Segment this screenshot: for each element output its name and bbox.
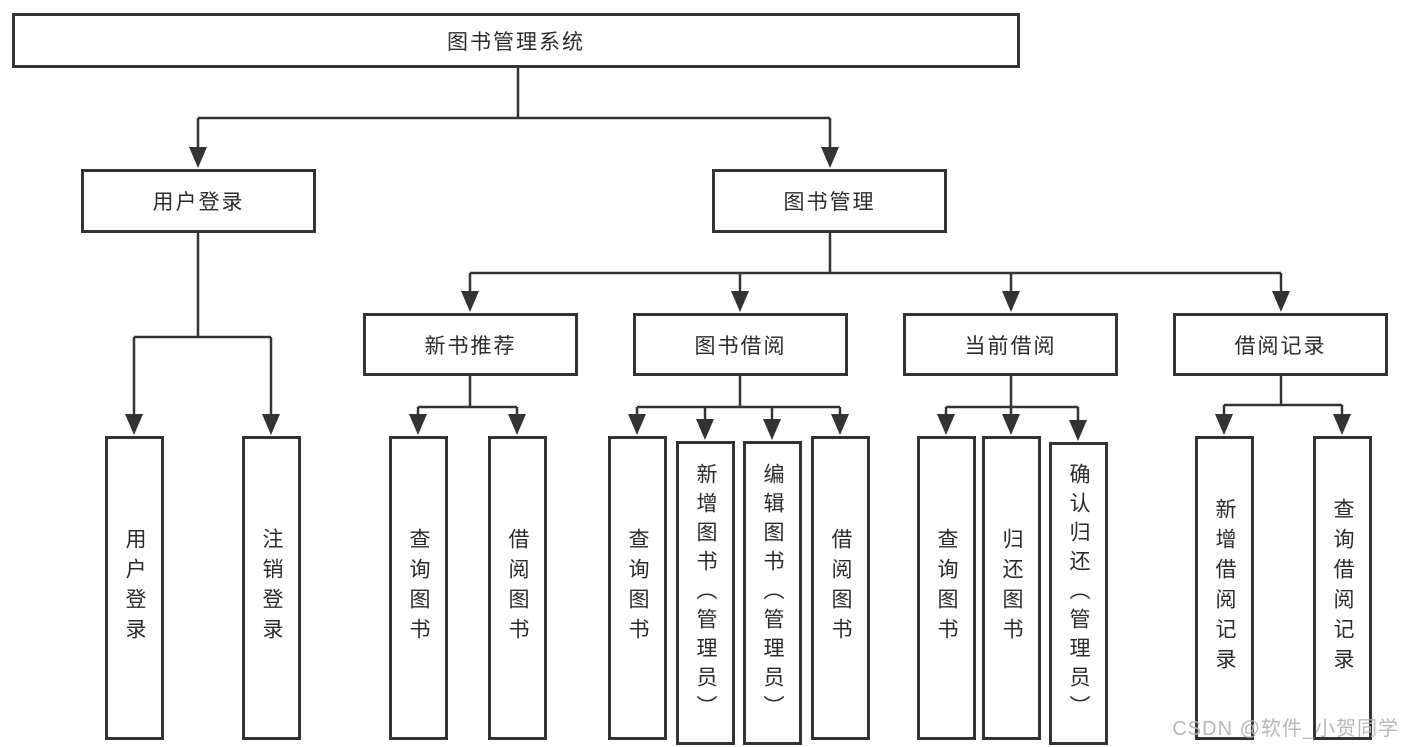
node-current-borrowing: 当前借阅 xyxy=(903,313,1118,376)
leaf-query-books-recommend: 查询图书 xyxy=(389,436,448,740)
node-user-login: 用户登录 xyxy=(81,169,316,233)
node-book-borrowing: 图书借阅 xyxy=(633,313,848,376)
node-library-management-system: 图书管理系统 xyxy=(12,13,1020,68)
node-borrowing-records: 借阅记录 xyxy=(1173,313,1388,376)
leaf-query-books-current: 查询图书 xyxy=(917,436,976,740)
leaf-query-borrow-record: 查询借阅记录 xyxy=(1313,436,1372,740)
leaf-confirm-return-admin: 确认归还（管理员） xyxy=(1049,442,1108,745)
leaf-edit-books-admin: 编辑图书（管理员） xyxy=(743,441,802,745)
leaf-user-login: 用户登录 xyxy=(105,436,164,740)
leaf-add-books-admin: 新增图书（管理员） xyxy=(676,441,735,745)
node-new-book-recommend: 新书推荐 xyxy=(363,313,578,376)
node-book-management: 图书管理 xyxy=(712,169,947,233)
leaf-borrow-books: 借阅图书 xyxy=(811,436,870,740)
leaf-add-borrow-record: 新增借阅记录 xyxy=(1195,436,1254,740)
leaf-borrow-books-recommend: 借阅图书 xyxy=(488,436,547,740)
leaf-query-books-borrowing: 查询图书 xyxy=(608,436,667,740)
leaf-logout: 注销登录 xyxy=(242,436,301,740)
leaf-return-books: 归还图书 xyxy=(982,436,1041,740)
